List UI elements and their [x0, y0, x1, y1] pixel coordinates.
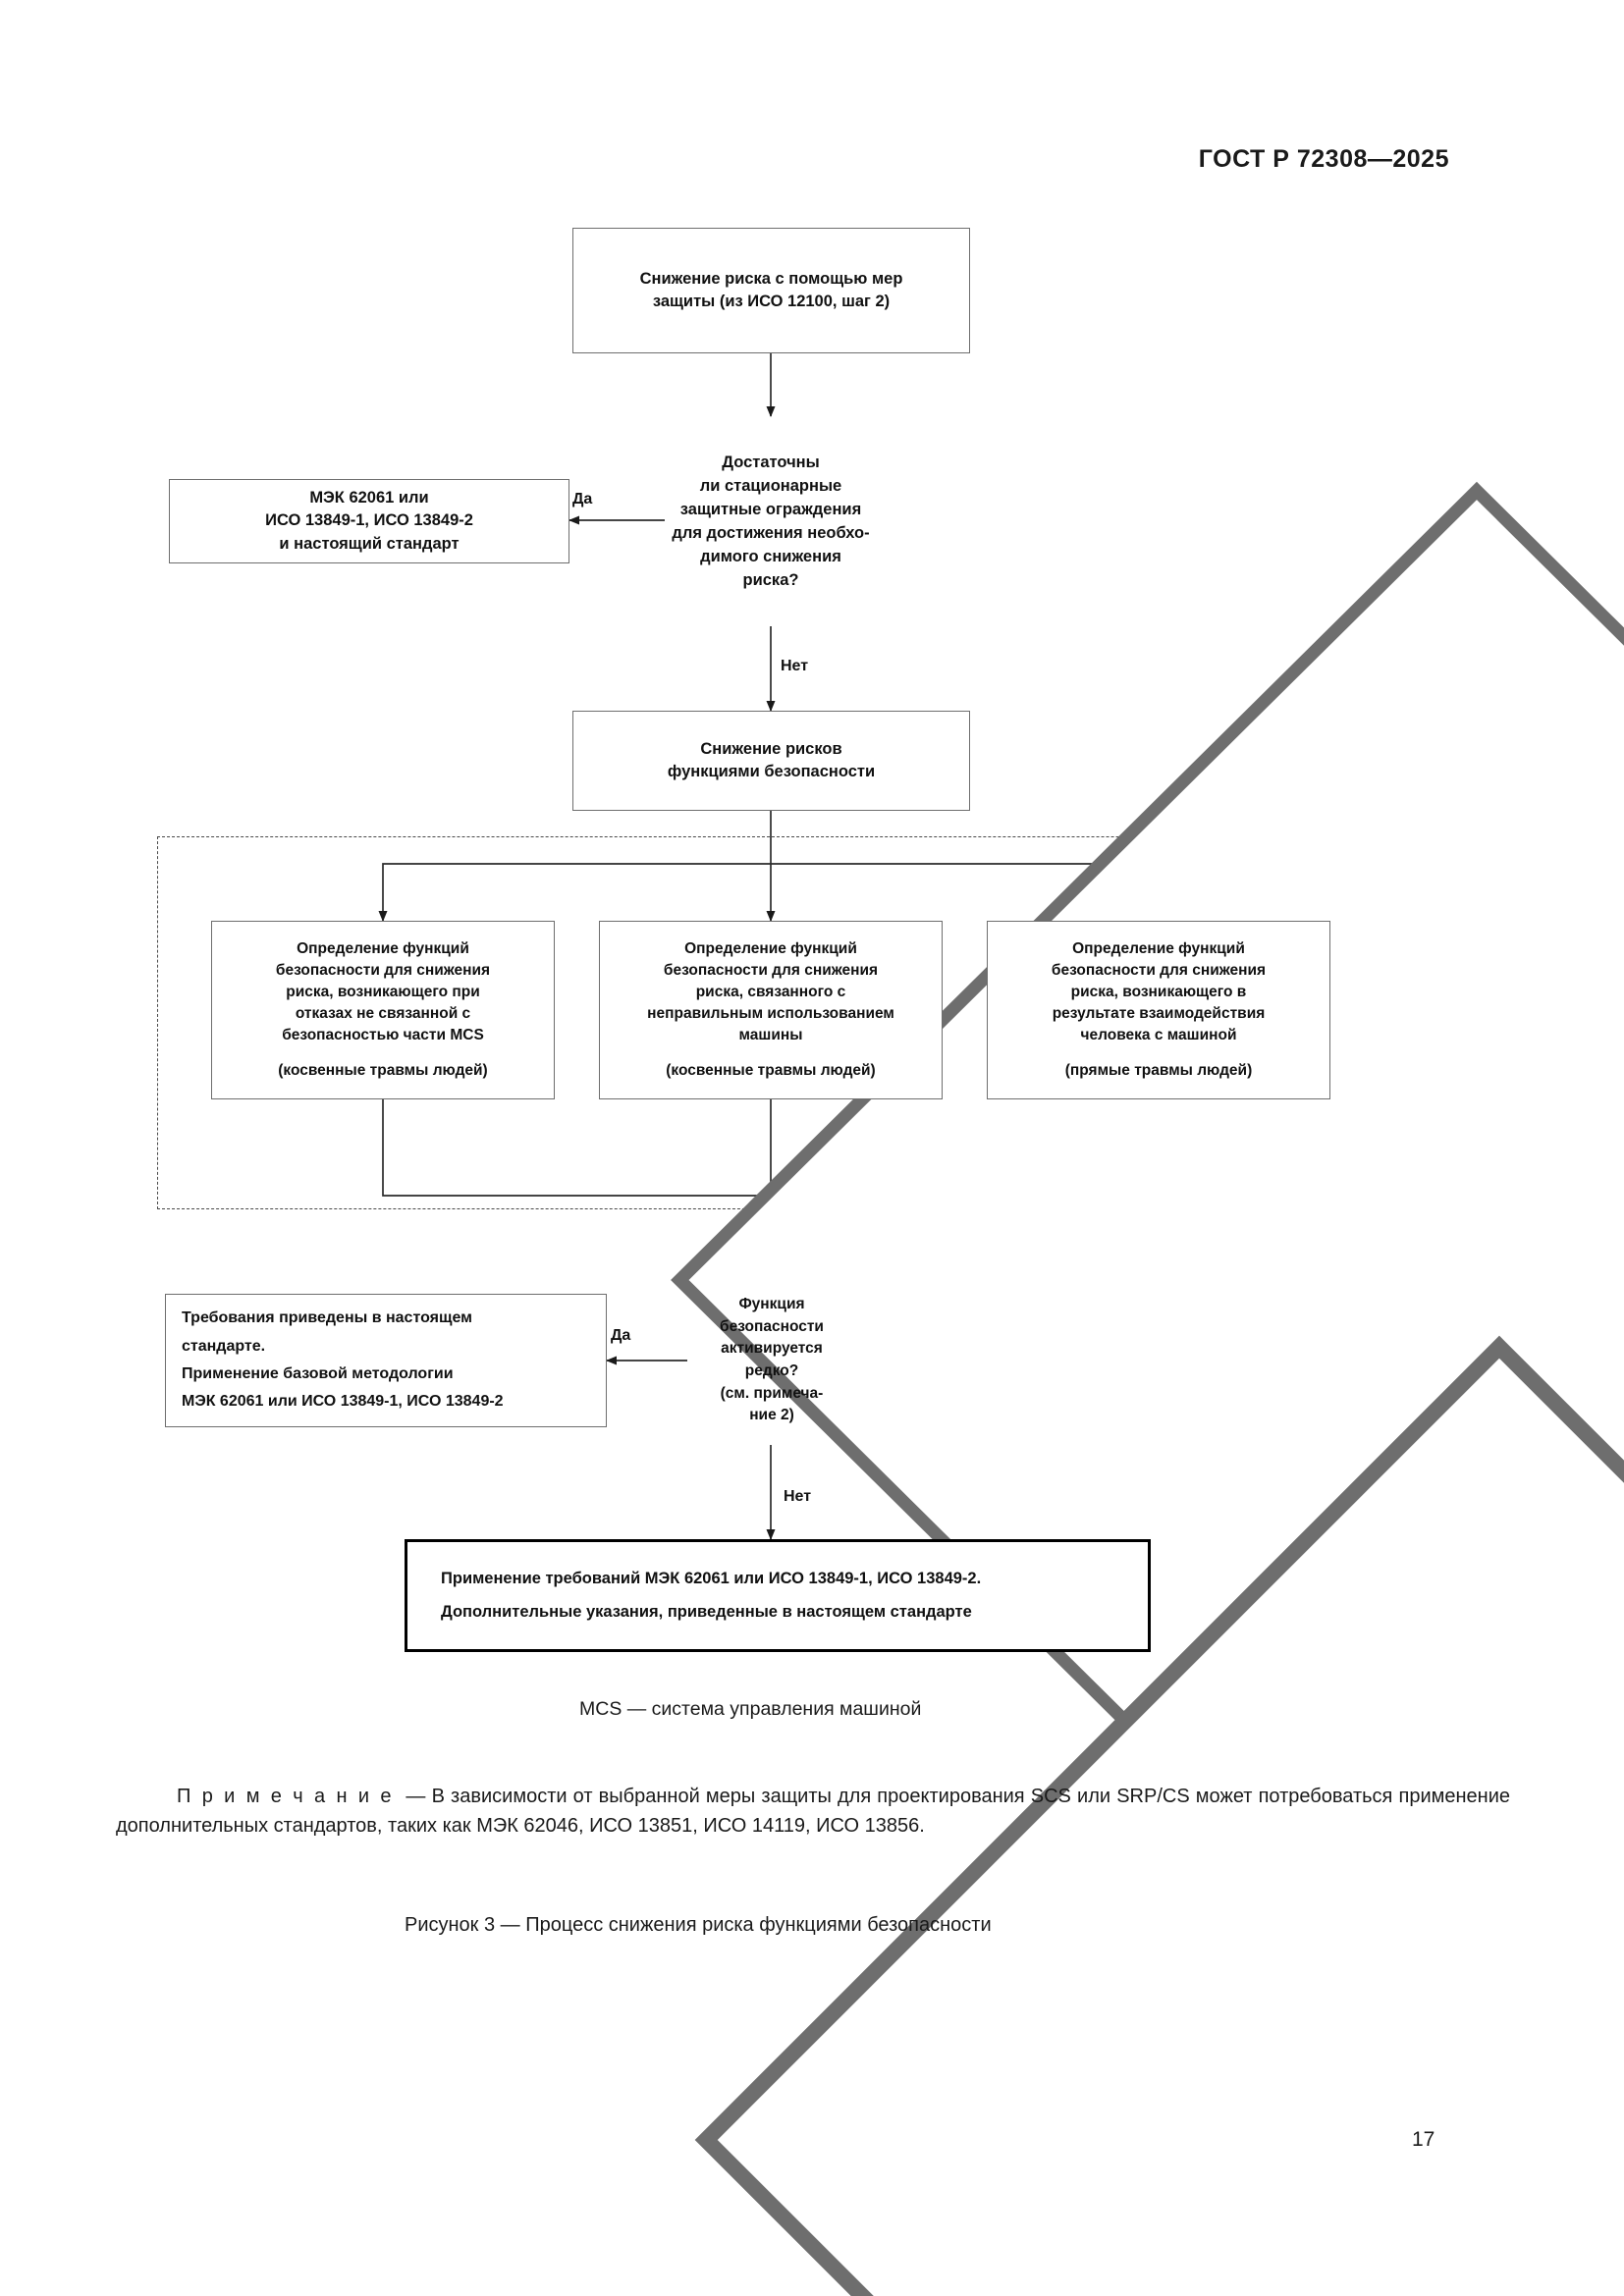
node-decision-stationary-guards[interactable]: Достаточны ли стационарные защитные огра…	[665, 416, 1624, 2079]
note-dash: —	[406, 1786, 426, 1807]
diamond-shape	[694, 1335, 1624, 2296]
node-line: машины	[738, 1027, 803, 1043]
node-requirements[interactable]: Требования приведены в настоящем стандар…	[165, 1294, 607, 1427]
note-text: В зависимости от выбранной меры защиты д…	[116, 1786, 1511, 1837]
node-line: Определение функций	[1072, 940, 1245, 957]
node-standards-reference[interactable]: МЭК 62061 или ИСО 13849-1, ИСО 13849-2 и…	[169, 479, 569, 563]
node-line: результате взаимодействия	[1052, 1005, 1266, 1022]
node-line: стандарте.	[182, 1337, 266, 1355]
note-paragraph: П р и м е ч а н и е — В зависимости от в…	[116, 1782, 1510, 1841]
edge-label-no-rare: Нет	[784, 1488, 812, 1505]
edge-sf-to-left	[378, 863, 771, 922]
node-sf-interaction[interactable]: Определение функций безопасности для сни…	[987, 921, 1330, 1099]
node-line: риска, возникающего при	[286, 984, 480, 1000]
node-line: МЭК 62061 или	[309, 488, 429, 507]
node-line: безопасности для снижения	[663, 962, 879, 979]
node-line: защиты (из ИСО 12100, шаг 2)	[652, 293, 891, 310]
node-line: человека с машиной	[1080, 1027, 1237, 1043]
node-line: отказах не связанной с	[295, 1005, 471, 1022]
node-line: функциями безопасности	[667, 763, 876, 780]
node-line: Определение функций	[684, 940, 857, 957]
node-line: Снижение рисков	[700, 739, 842, 758]
node-line: риска, связанного с	[695, 984, 846, 1000]
node-line: Требования приведены в настоящем	[182, 1309, 472, 1327]
flowchart-figure: В разделе 4 представлена дополнительная …	[157, 228, 1624, 2296]
edge-left-merge	[382, 1099, 771, 1197]
node-sf-failures[interactable]: Определение функций безопасности для сни…	[211, 921, 555, 1099]
node-line: риска, возникающего в	[1070, 984, 1247, 1000]
node-line: Снижение риска с помощью мер	[639, 269, 903, 288]
node-line: неправильным использованием	[647, 1005, 894, 1022]
node-line: безопасности для снижения	[1051, 962, 1267, 979]
node-decision-rare-activation[interactable]: Функция безопасности активируется редко?…	[687, 1276, 1624, 2296]
node-footer-line: (косвенные травмы людей)	[666, 1062, 876, 1079]
node-line: и настоящий стандарт	[279, 534, 460, 553]
node-line: Применение базовой методологии	[182, 1365, 454, 1382]
note-label: П р и м е ч а н и е	[177, 1786, 395, 1807]
figure-caption: Рисунок 3 — Процесс снижения риска функц…	[405, 1914, 992, 1936]
node-footer-line: (косвенные травмы людей)	[278, 1062, 488, 1079]
page-number: 17	[1412, 2128, 1435, 2151]
node-line: Применение требований МЭК 62061 или ИСО …	[441, 1569, 982, 1587]
node-risk-reduction-start[interactable]: Снижение риска с помощью мер защиты (из …	[572, 228, 970, 353]
edge-label-yes-guards: Да	[572, 491, 593, 507]
page-header-standard-id: ГОСТ Р 72308—2025	[1198, 145, 1449, 173]
node-footer-line: (прямые травмы людей)	[1064, 1062, 1253, 1079]
node-line: безопасностью части MCS	[282, 1027, 484, 1043]
node-safety-functions[interactable]: Снижение рисков функциями безопасности	[572, 711, 970, 811]
node-application-requirements[interactable]: Применение требований МЭК 62061 или ИСО …	[405, 1539, 1151, 1652]
edge-label-yes-rare: Да	[611, 1327, 631, 1344]
node-line: МЭК 62061 или ИСО 13849-1, ИСО 13849-2	[182, 1393, 504, 1411]
node-sf-misuse[interactable]: Определение функций безопасности для сни…	[599, 921, 943, 1099]
node-line: Определение функций	[297, 940, 469, 957]
node-line: Дополнительные указания, приведенные в н…	[441, 1602, 972, 1621]
node-line: безопасности для снижения	[275, 962, 491, 979]
node-line: ИСО 13849-1, ИСО 13849-2	[265, 511, 473, 530]
edge-label-no-guards: Нет	[781, 658, 809, 674]
abbreviation-legend: MCS — система управления машиной	[579, 1698, 922, 1720]
